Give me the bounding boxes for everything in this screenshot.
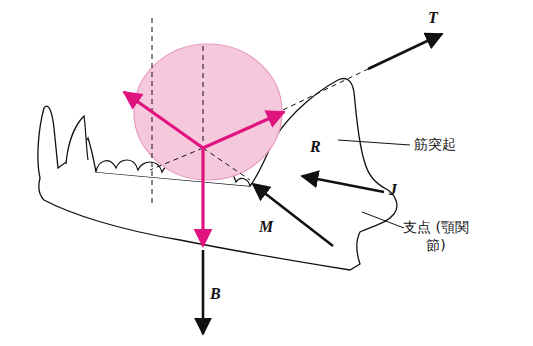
force-symbol: R <box>310 137 321 158</box>
part-label: 支点 (顎関節) <box>398 218 474 254</box>
guide-lines <box>150 18 368 205</box>
leader-lines <box>338 140 410 228</box>
force-symbol: J <box>389 180 397 201</box>
force-arrows <box>203 34 442 334</box>
force-symbol: T <box>428 8 438 29</box>
bite-force-arrows <box>124 92 284 246</box>
part-label: 筋突起 <box>414 135 456 153</box>
food-disc <box>134 44 282 180</box>
force-symbol: B <box>210 284 221 305</box>
force-symbol: M <box>259 217 273 238</box>
